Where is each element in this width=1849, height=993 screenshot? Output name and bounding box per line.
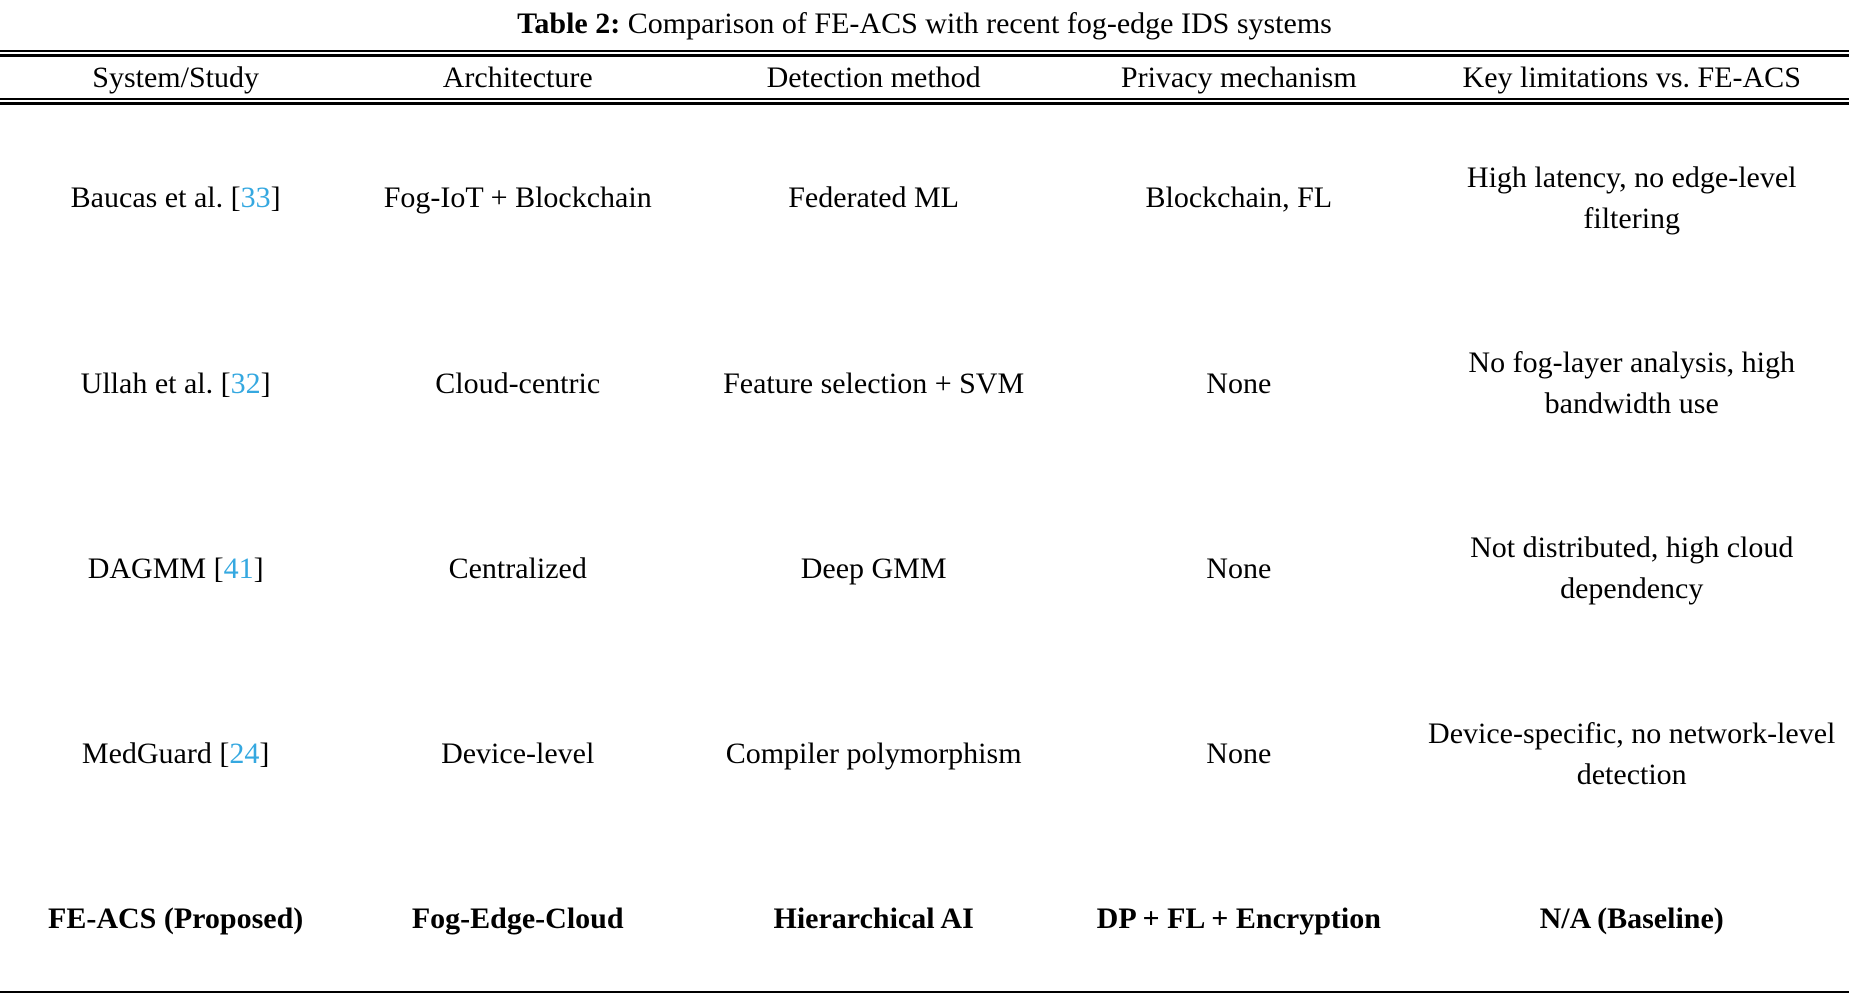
cell-detection-method: Federated ML — [788, 181, 960, 215]
cell-architecture: Fog-IoT + Blockchain — [383, 181, 652, 215]
citation-link[interactable]: 24 — [229, 737, 260, 771]
header-system-study: System/Study — [92, 61, 259, 94]
cell-system-study: Ullah et al. [32] — [80, 366, 271, 400]
comparison-table: System/Study Architecture Detection meth… — [0, 57, 1849, 98]
system-name: Baucas et al. — [70, 181, 224, 215]
citation-link[interactable]: 32 — [230, 366, 261, 400]
table-row: Baucas et al. [33] Fog-IoT + Blockchain … — [0, 105, 1849, 290]
header-detection-method: Detection method — [766, 61, 981, 94]
cell-detection-method: Feature selection + SVM — [723, 366, 1025, 400]
table-caption: Table 2: Comparison of FE-ACS with recen… — [0, 0, 1849, 50]
cell-privacy-mechanism: DP + FL + Encryption — [1096, 902, 1381, 936]
cell-system-study: Baucas et al. [33] — [70, 181, 281, 215]
cell-detection-method: Compiler polymorphism — [725, 737, 1022, 771]
header-privacy-mechanism: Privacy mechanism — [1120, 61, 1357, 94]
header-key-limitations: Key limitations vs. FE-ACS — [1462, 61, 1801, 94]
table-body: Baucas et al. [33] Fog-IoT + Blockchain … — [0, 105, 1849, 991]
table-top-rule — [0, 50, 1849, 57]
cell-architecture: Fog-Edge-Cloud — [411, 902, 624, 936]
cell-detection-method: Hierarchical AI — [773, 902, 974, 936]
header-row: System/Study Architecture Detection meth… — [0, 57, 1849, 98]
cell-architecture: Cloud-centric — [435, 366, 601, 400]
citation-link[interactable]: 41 — [223, 551, 254, 585]
cell-architecture: Centralized — [448, 551, 587, 585]
cell-detection-method: Deep GMM — [800, 551, 947, 585]
comparison-table-body: Baucas et al. [33] Fog-IoT + Blockchain … — [0, 105, 1849, 991]
cell-system-study: FE-ACS (Proposed) — [48, 902, 304, 936]
system-name: DAGMM — [87, 551, 207, 585]
header-bottom-rule — [0, 98, 1849, 105]
cell-key-limitations: Not distributed, high cloud dependency — [1470, 531, 1794, 606]
table-row: MedGuard [24] Device-level Compiler poly… — [0, 661, 1849, 846]
table-header: System/Study Architecture Detection meth… — [0, 57, 1849, 98]
cell-privacy-mechanism: Blockchain, FL — [1145, 181, 1333, 215]
system-name: Ullah et al. — [80, 366, 214, 400]
citation-link[interactable]: 33 — [240, 181, 271, 215]
table-row-proposed: FE-ACS (Proposed) Fog-Edge-Cloud Hierarc… — [0, 847, 1849, 991]
cell-key-limitations: Device-specific, no network-level detect… — [1428, 716, 1836, 791]
cell-privacy-mechanism: None — [1206, 737, 1272, 771]
cell-privacy-mechanism: None — [1206, 551, 1272, 585]
header-architecture: Architecture — [442, 61, 593, 94]
cell-key-limitations: N/A (Baseline) — [1539, 902, 1724, 936]
cell-privacy-mechanism: None — [1206, 366, 1272, 400]
cell-key-limitations: No fog-layer analysis, high bandwidth us… — [1468, 346, 1796, 421]
cell-key-limitations: High latency, no edge-level filtering — [1466, 160, 1797, 235]
cell-system-study: MedGuard [24] — [81, 737, 270, 771]
cell-architecture: Device-level — [441, 737, 595, 771]
table-row: DAGMM [41] Centralized Deep GMM None Not… — [0, 476, 1849, 661]
caption-label: Table 2: — [517, 7, 621, 40]
caption-text: Comparison of FE-ACS with recent fog-edg… — [620, 7, 1332, 40]
table-row: Ullah et al. [32] Cloud-centric Feature … — [0, 290, 1849, 475]
system-name: MedGuard — [81, 737, 212, 771]
cell-system-study: DAGMM [41] — [87, 551, 264, 585]
